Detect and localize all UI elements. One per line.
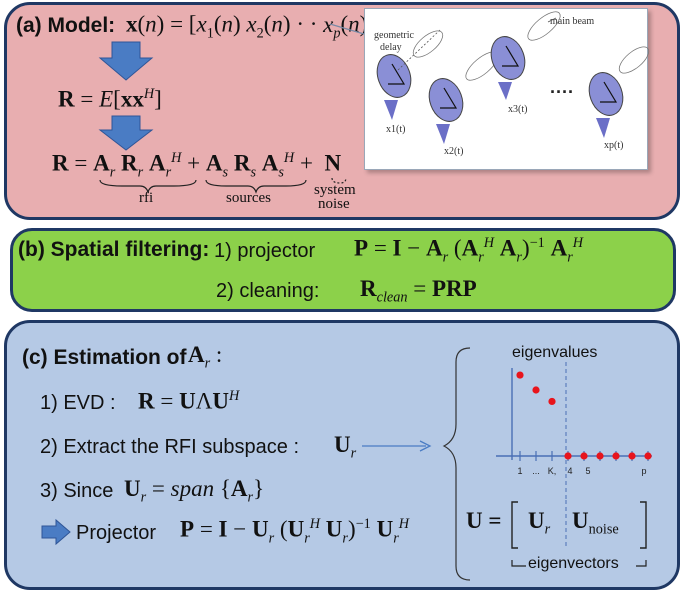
projector-arrow-icon (41, 518, 71, 546)
rfi-subspace-symbol: Ur (334, 432, 357, 462)
antenna-label-1: x1(t) (386, 124, 406, 135)
panel-c-title-symbol: Ar : (188, 342, 223, 372)
eigen-plot-tick-labels: 1... K, 4 5 p (517, 466, 646, 476)
U-r-block: Ur (528, 508, 551, 538)
eigenvalues-title: eigenvalues (512, 344, 598, 361)
antenna-3 (490, 11, 561, 100)
eigenvalue-point (516, 371, 524, 379)
eigen-tick-label: 1 (517, 466, 522, 476)
cleaning-label: 2) cleaning: (216, 280, 320, 302)
projector-subspace-equation: P = I − Ur (UrH Ur)−1 UrH (180, 516, 410, 547)
label-delay: delay (380, 42, 402, 53)
eigenvalue-point (564, 452, 572, 460)
covariance-definition: R = E[xxH] (58, 86, 162, 112)
antenna-1 (376, 29, 444, 120)
label-main-beam: main beam (550, 16, 595, 27)
brace-label-sources: sources (226, 190, 271, 206)
step3-label: 3) Since (40, 480, 114, 502)
eigenvalue-point (548, 397, 556, 406)
eigen-tick-label: 4 (567, 466, 572, 476)
antenna-label-3: x3(t) (508, 104, 528, 115)
brace-label-rfi: rfi (139, 190, 154, 206)
U-noise-block: Unoise (572, 508, 619, 538)
evd-equation: R = UΛUH (138, 388, 240, 414)
down-arrow-2 (98, 115, 154, 151)
eigen-tick-label: ... (532, 466, 540, 476)
down-arrow-1 (98, 41, 154, 81)
step1-label: 1) EVD : (40, 392, 116, 414)
eigenvectors-underbrace (511, 560, 647, 567)
eigenvalue-point (532, 386, 540, 394)
panel-spatial-filtering (10, 228, 676, 312)
antenna-ellipsis: ···· (550, 82, 574, 102)
panel-c-title: (c) Estimation of (22, 346, 187, 369)
U-left-bracket (511, 501, 518, 549)
step2-label: 2) Extract the RFI subspace : (40, 436, 299, 458)
eigen-plot-points (516, 371, 652, 460)
brace-noise (331, 177, 347, 184)
eigenvalue-point (612, 452, 620, 460)
eigenvalue-point (644, 452, 652, 460)
brace-rfi (99, 179, 197, 194)
cleaning-equation: Rclean = PRP (360, 276, 477, 306)
plot-brace (442, 347, 471, 581)
panel-a-title: (a) Model: (16, 14, 116, 37)
covariance-model: R = Ar Rr ArH + As Rs AsH + N (52, 150, 342, 181)
figure-connector (329, 23, 365, 35)
panel-b-title: (b) Spatial filtering: (18, 238, 210, 261)
brace-sources (205, 179, 307, 194)
U-equals: U = (466, 508, 502, 533)
projector-equation: P = I − Ar (ArH Ar)−1 ArH (354, 235, 584, 266)
noise-label-line2: noise (318, 196, 350, 212)
eigen-tick-label: p (641, 466, 646, 476)
eigenvectors-label: eigenvectors (528, 555, 619, 572)
eigenvalue-point (580, 452, 588, 460)
label-geometric: geometric (374, 30, 414, 41)
span-equation: Ur = span {Ar} (124, 476, 265, 506)
eigen-plot-axes (496, 362, 652, 500)
step4-label: Projector (76, 522, 157, 544)
antenna-label-p: xp(t) (604, 140, 624, 151)
antenna-p (588, 46, 650, 138)
eigenvalue-point (596, 452, 604, 460)
U-right-bracket (640, 501, 647, 549)
eigen-tick-label: 5 (585, 466, 590, 476)
projector-label: 1) projector (214, 240, 316, 262)
antenna-label-2: x2(t) (444, 146, 464, 157)
noise-label-line1: system (314, 182, 356, 198)
antenna-2 (428, 51, 499, 144)
eigen-tick-label: K, (548, 466, 557, 476)
eigenvalue-point (628, 452, 636, 460)
